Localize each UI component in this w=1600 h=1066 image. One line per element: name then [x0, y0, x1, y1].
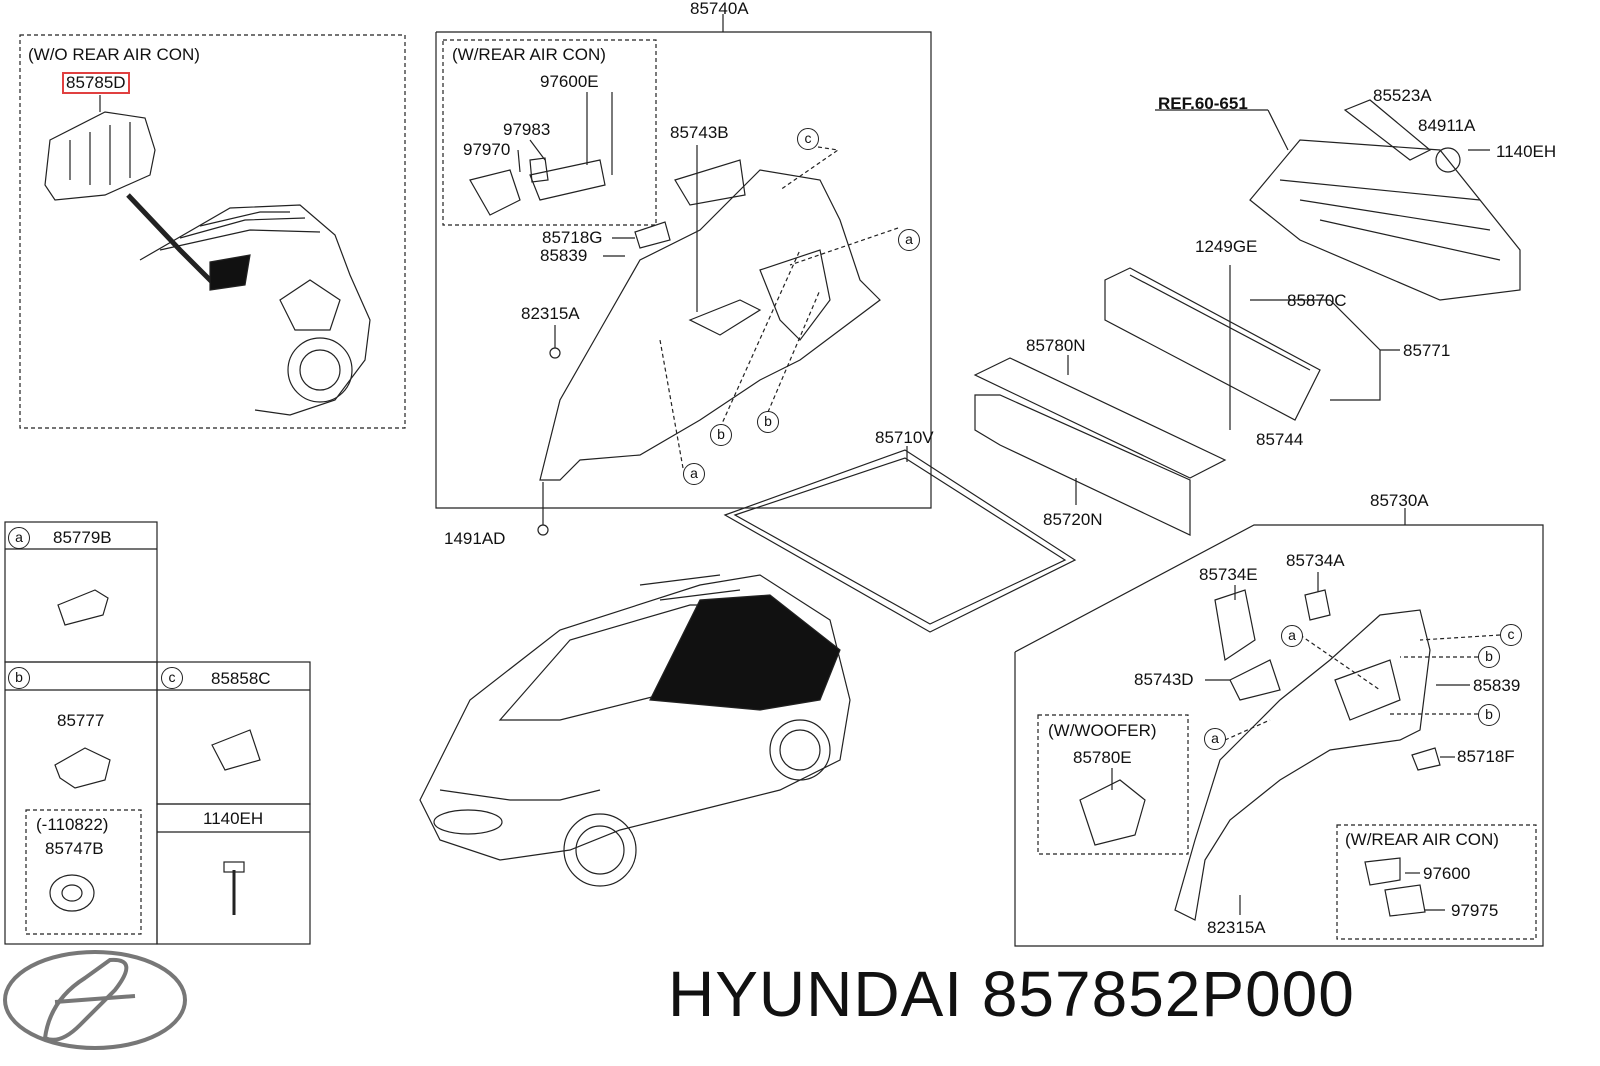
box-rear-air-con-2	[1336, 824, 1537, 940]
part-85839-left[interactable]: 85839	[540, 246, 588, 265]
legend-note-110822: (-110822)	[36, 815, 109, 834]
assembly-85740a-code[interactable]: 85740A	[690, 0, 749, 18]
legend-key-a: a	[8, 527, 30, 549]
legend-part-85777[interactable]: 85777	[57, 711, 105, 730]
legend-part-1140eh[interactable]: 1140EH	[203, 809, 264, 828]
callout-a-bottom[interactable]: a	[683, 463, 705, 485]
part-85710v[interactable]: 85710V	[875, 428, 934, 447]
part-85718g[interactable]: 85718G	[542, 228, 603, 247]
callout-b-right-2[interactable]: b	[1478, 704, 1500, 726]
part-85718f[interactable]: 85718F	[1457, 747, 1515, 766]
heading-wo-rear-air-con: (W/O REAR AIR CON)	[28, 45, 200, 64]
heading-w-woofer: (W/WOOFER)	[1048, 721, 1157, 740]
part-97975[interactable]: 97975	[1451, 901, 1499, 920]
part-85839-right[interactable]: 85839	[1473, 676, 1521, 695]
brand-name: HYUNDAI	[668, 958, 964, 1030]
assembly-85730a-code[interactable]: 85730A	[1370, 491, 1429, 510]
part-97600[interactable]: 97600	[1423, 864, 1471, 883]
box-85740a	[435, 31, 932, 509]
part-85780e[interactable]: 85780E	[1073, 748, 1132, 767]
box-w-rear-air-con	[442, 39, 657, 226]
heading-w-rear-air-con: (W/REAR AIR CON)	[452, 45, 606, 64]
legend-part-85858c[interactable]: 85858C	[211, 669, 271, 688]
part-97970[interactable]: 97970	[463, 140, 511, 159]
part-85734e[interactable]: 85734E	[1199, 565, 1258, 584]
legend-b-box	[4, 661, 158, 945]
callout-b-right-1[interactable]: b	[1478, 646, 1500, 668]
callout-a-right-2[interactable]: a	[1204, 728, 1226, 750]
heading-w-rear-air-con-2: (W/REAR AIR CON)	[1345, 830, 1499, 849]
part-1249ge[interactable]: 1249GE	[1195, 237, 1258, 256]
part-number: 857852P000	[981, 958, 1355, 1030]
part-85771[interactable]: 85771	[1403, 341, 1451, 360]
part-85523a[interactable]: 85523A	[1373, 86, 1432, 105]
part-97600e[interactable]: 97600E	[540, 72, 599, 91]
box-woofer	[1037, 714, 1189, 855]
part-85734a[interactable]: 85734A	[1286, 551, 1345, 570]
part-85780n[interactable]: 85780N	[1026, 336, 1086, 355]
part-85870c[interactable]: 85870C	[1287, 291, 1347, 310]
part-82315a-left[interactable]: 82315A	[521, 304, 580, 323]
part-84911a[interactable]: 84911A	[1418, 116, 1476, 135]
legend-part-85779b[interactable]: 85779B	[53, 528, 112, 547]
box-wo-rear-air-con	[19, 34, 406, 429]
callout-c-right[interactable]: c	[1500, 624, 1522, 646]
callout-b-right[interactable]: b	[757, 411, 779, 433]
callout-a-right-1[interactable]: a	[1281, 625, 1303, 647]
part-85720n[interactable]: 85720N	[1043, 510, 1103, 529]
part-85743b[interactable]: 85743B	[670, 123, 729, 142]
callout-a-top[interactable]: a	[898, 229, 920, 251]
legend-1140eh-box	[156, 803, 311, 945]
callout-b-left[interactable]: b	[710, 424, 732, 446]
part-85785d[interactable]: 85785D	[62, 72, 130, 94]
legend-key-b: b	[8, 667, 30, 689]
legend-key-c: c	[161, 667, 183, 689]
legend-part-85747b[interactable]: 85747B	[45, 839, 104, 858]
part-85744[interactable]: 85744	[1256, 430, 1304, 449]
part-82315a-right[interactable]: 82315A	[1207, 918, 1266, 937]
part-97983[interactable]: 97983	[503, 120, 551, 139]
ref-60-651[interactable]: REF.60-651	[1158, 94, 1248, 113]
callout-c-top[interactable]: c	[797, 128, 819, 150]
box-85730a	[1014, 524, 1544, 947]
brand-part-title: HYUNDAI 857852P000	[668, 958, 1355, 1030]
part-1140eh[interactable]: 1140EH	[1496, 142, 1557, 161]
part-1491ad[interactable]: 1491AD	[444, 529, 506, 548]
part-85743d[interactable]: 85743D	[1134, 670, 1194, 689]
hyundai-logo	[3, 950, 187, 1050]
